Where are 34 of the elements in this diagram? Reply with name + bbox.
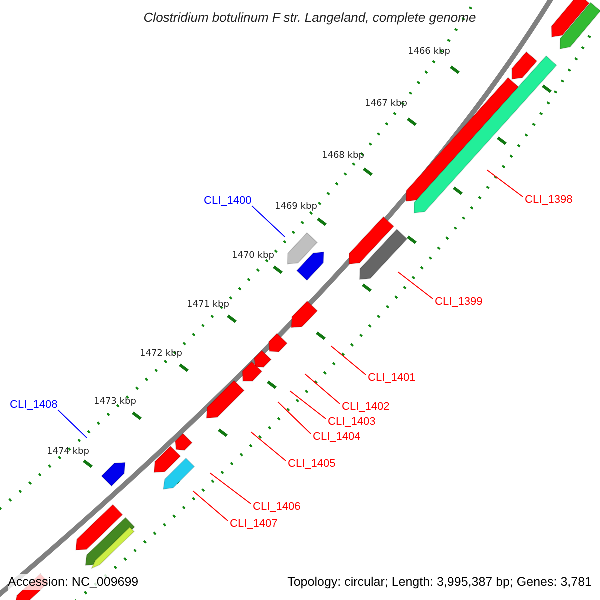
gene-label: CLI_1408: [10, 398, 58, 412]
tick-label: 1473 kbp: [94, 396, 136, 408]
gene-label: CLI_1404: [313, 430, 361, 444]
leader-line: [398, 272, 434, 300]
gene-label: CLI_1400: [204, 194, 252, 208]
tick-label: 1467 kbp: [365, 98, 408, 110]
gene-label: CLI_1398: [525, 193, 573, 207]
leader-line: [290, 390, 326, 420]
tick-label: 1468 kbp: [322, 150, 364, 162]
gene-label: CLI_1407: [230, 517, 278, 531]
info-text: Topology: circular; Length: 3,995,387 bp; Genes: 3,781: [288, 574, 592, 590]
gene-label: CLI_1405: [288, 457, 336, 471]
tick-label: 1474 kbp: [47, 446, 90, 458]
leader-line: [250, 432, 286, 462]
title: Clostridium botulinum F str. Langeland, complete genome: [142, 9, 478, 27]
leader-line: [192, 490, 228, 522]
leader-line: [252, 206, 286, 238]
gene-label: CLI_1401: [368, 371, 416, 385]
leader-line: [58, 410, 88, 438]
tick-label: 1472 kbp: [140, 348, 182, 360]
leader-line: [210, 472, 252, 504]
leader-line: [486, 170, 524, 198]
tick-label: 1469 kbp: [275, 201, 318, 213]
leader-line: [278, 402, 312, 434]
tick-label: 1471 kbp: [187, 299, 230, 311]
info-text: Accession: NC_009699: [8, 574, 139, 590]
tick-label: 1466 kbp: [408, 46, 450, 58]
leader-line: [330, 346, 366, 376]
gene-label: CLI_1403: [328, 415, 376, 429]
gene-label: CLI_1399: [435, 295, 483, 309]
leader-line: [304, 374, 340, 404]
tick-label: 1470 kbp: [232, 250, 274, 262]
gene-label: CLI_1402: [342, 400, 390, 414]
gene-label: CLI_1406: [253, 500, 301, 514]
